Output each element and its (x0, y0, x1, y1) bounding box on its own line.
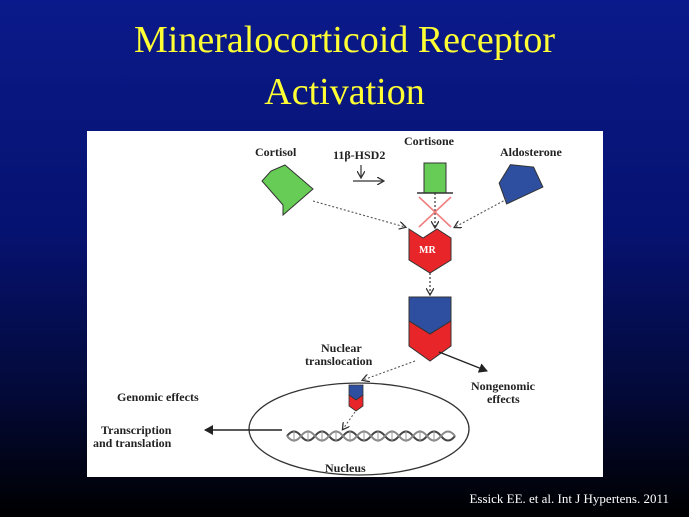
mr-activation-diagram: Cortisol 11β-HSD2 Cortisone Aldosterone … (93, 134, 562, 476)
cortisol-shape (261, 164, 314, 217)
label-cortisol: Cortisol (255, 145, 297, 159)
nuclear-complex-receptor-part (348, 394, 364, 412)
slide-title-line2: Activation (264, 71, 425, 113)
complex-to-dna-arrow (343, 411, 356, 429)
block-mark-line2 (418, 196, 452, 228)
cortisone-shape (423, 162, 447, 194)
label-11b-hsd2: 11β-HSD2 (333, 148, 385, 162)
label-nongenomic: Nongenomic (471, 379, 536, 393)
label-cortisone: Cortisone (404, 134, 455, 148)
aldosterone-to-mr-arrow (455, 198, 508, 227)
translocation-arrow (363, 360, 416, 380)
label-aldosterone: Aldosterone (500, 145, 562, 159)
complex-receptor-part (408, 320, 452, 362)
label-translocation: translocation (305, 354, 373, 368)
aldosterone-shape (498, 164, 544, 205)
label-and-translation: and translation (93, 436, 172, 450)
citation: Essick EE. et al. Int J Hypertens. 2011 (469, 491, 669, 506)
label-transcription: Transcription (101, 423, 172, 437)
label-mr: MR (419, 245, 436, 256)
slide-title-line1: Mineralocorticoid Receptor (133, 19, 555, 61)
label-genomic-effects: Genomic effects (117, 390, 199, 404)
nongenomic-arrow (438, 351, 488, 373)
label-nucleus: Nucleus (325, 461, 366, 475)
mr-receptor-shape (408, 228, 452, 274)
label-nuclear: Nuclear (321, 341, 362, 355)
label-nongenomic-effects: effects (487, 392, 520, 406)
dna-helix-icon (286, 430, 456, 442)
diagram-panel: Cortisol 11β-HSD2 Cortisone Aldosterone … (87, 131, 603, 477)
cortisol-to-mr-arrow (312, 200, 405, 227)
nucleus-ellipse (248, 382, 470, 476)
